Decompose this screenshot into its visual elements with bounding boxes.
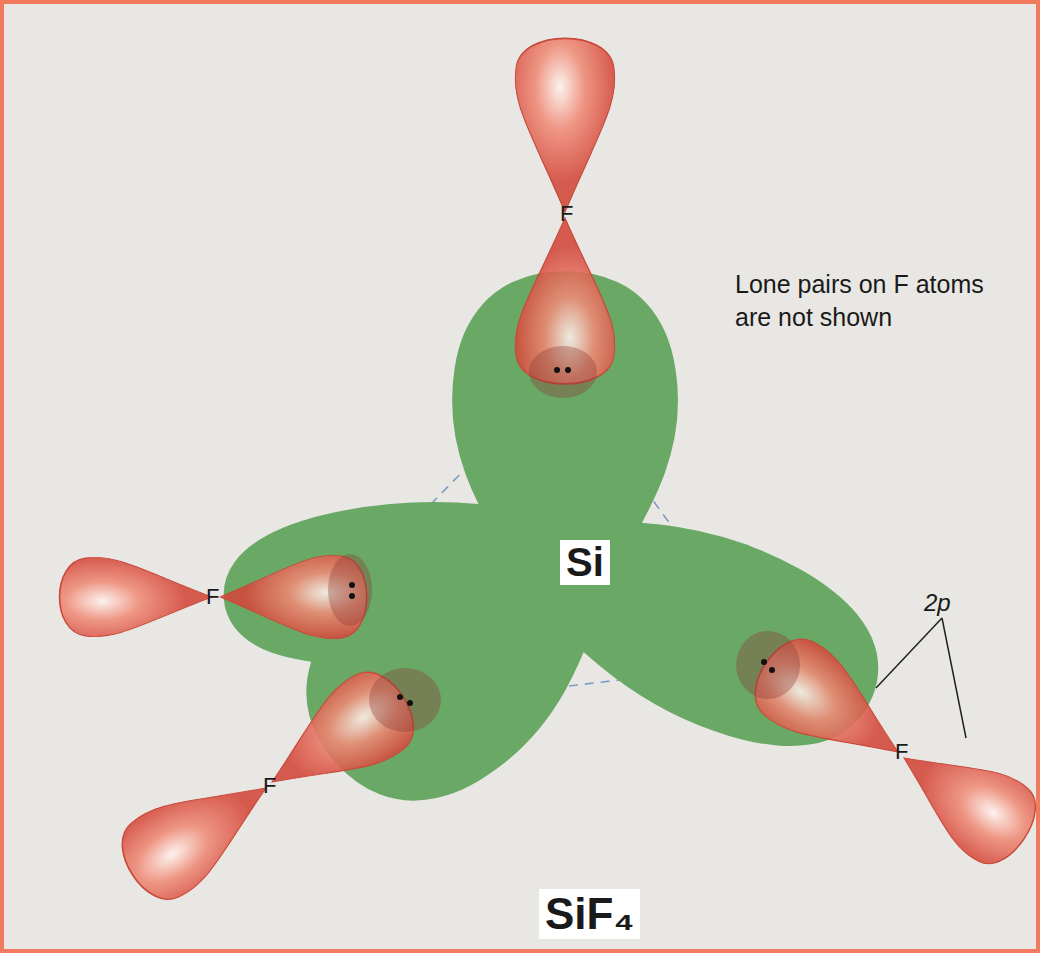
atom-label: F (560, 201, 573, 227)
atom-label: F (895, 739, 908, 765)
atom-label: F (263, 773, 276, 799)
atom-label: Si (560, 540, 610, 585)
caption: SiF₄ (539, 889, 640, 939)
orbital-label: 2p (924, 589, 951, 617)
atom-label: F (206, 584, 219, 610)
note-text: Lone pairs on F atoms are not shown (735, 268, 1005, 333)
